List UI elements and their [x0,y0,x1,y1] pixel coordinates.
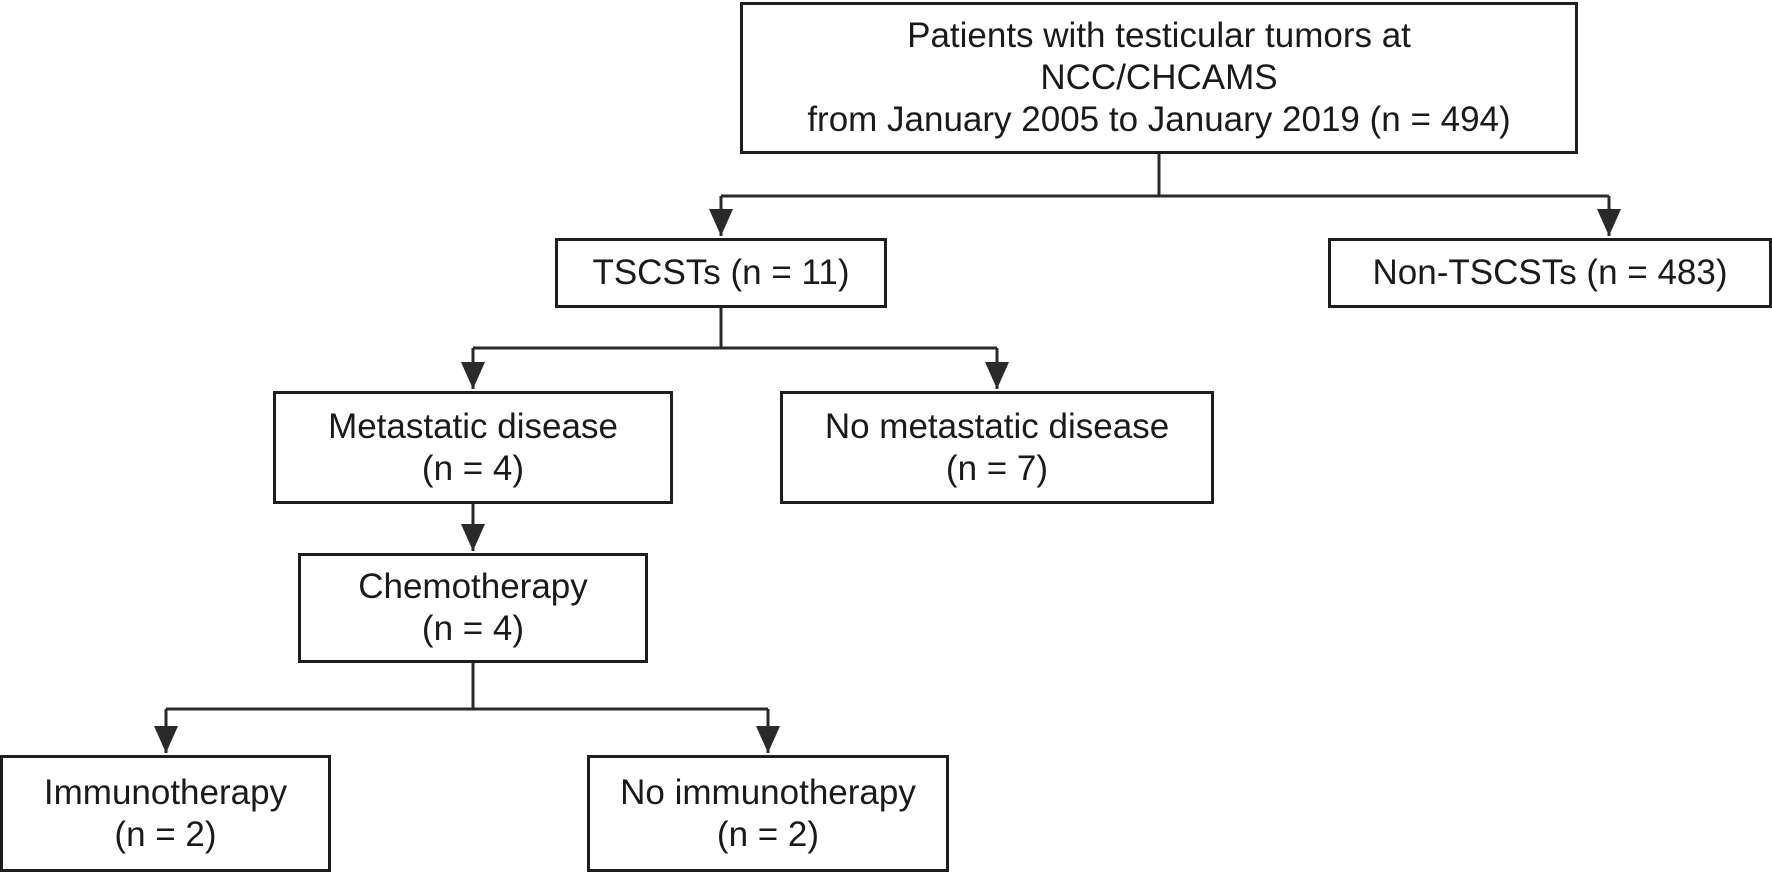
node-no-metastatic-disease: No metastatic disease (n = 7) [780,391,1214,504]
node-line: from January 2005 to January 2019 (n = 4… [807,100,1511,139]
node-line: Non-TSCSTs (n = 483) [1372,253,1728,292]
node-line: (n = 7) [945,448,1049,488]
node-line: No metastatic disease [824,406,1170,446]
node-metastatic-disease: Metastatic disease (n = 4) [273,391,673,504]
node-no-immunotherapy: No immunotherapy (n = 2) [587,755,949,872]
node-chemotherapy: Chemotherapy (n = 4) [298,553,648,663]
node-line: Patients with testicular tumors at [907,16,1411,55]
node-non-tscsts: Non-TSCSTs (n = 483) [1328,238,1772,308]
node-tscsts: TSCSTs (n = 11) [555,238,887,308]
node-line: Chemotherapy [358,567,588,606]
node-patients-testicular-tumors: Patients with testicular tumors at NCC/C… [740,2,1578,154]
node-immunotherapy: Immunotherapy (n = 2) [0,755,331,872]
node-line: (n = 4) [421,448,525,488]
node-line: Immunotherapy [43,772,288,812]
node-line: NCC/CHCAMS [1040,58,1278,97]
node-line: No immunotherapy [620,772,916,812]
node-line: (n = 2) [114,814,217,854]
node-line: (n = 4) [421,609,525,648]
node-line: Metastatic disease [328,406,618,446]
node-line: (n = 2) [716,814,820,854]
node-line: TSCSTs (n = 11) [592,253,850,292]
